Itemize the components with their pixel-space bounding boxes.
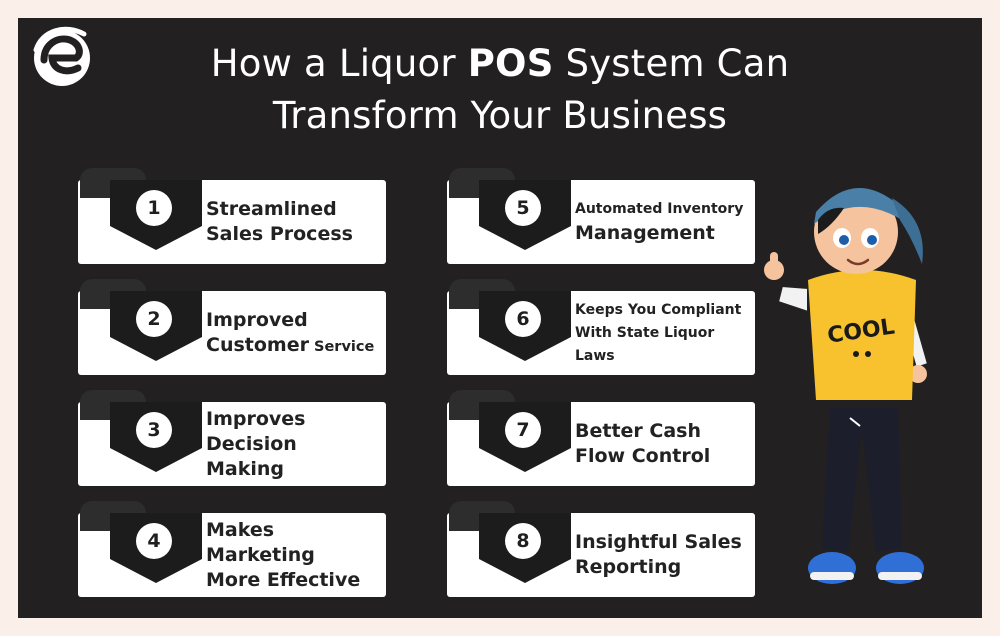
cartoon-boy-thumbs-up-icon: COOL: [764, 187, 930, 584]
benefit-label: Improved Customer Service: [206, 308, 375, 356]
number-badge: 6: [505, 301, 541, 337]
number-badge: 3: [136, 412, 172, 448]
number-badge: 7: [505, 412, 541, 448]
number-badge: 1: [136, 190, 172, 226]
benefit-card-2: 2 Improved Customer Service: [78, 279, 386, 375]
number-badge: 8: [505, 523, 541, 559]
number-badge: 5: [505, 190, 541, 226]
e-logo-icon: [33, 26, 90, 86]
page-title: How a Liquor POS System Can Transform Yo…: [210, 42, 790, 137]
number-badge: 2: [136, 301, 172, 337]
number-badge: 4: [136, 523, 172, 559]
